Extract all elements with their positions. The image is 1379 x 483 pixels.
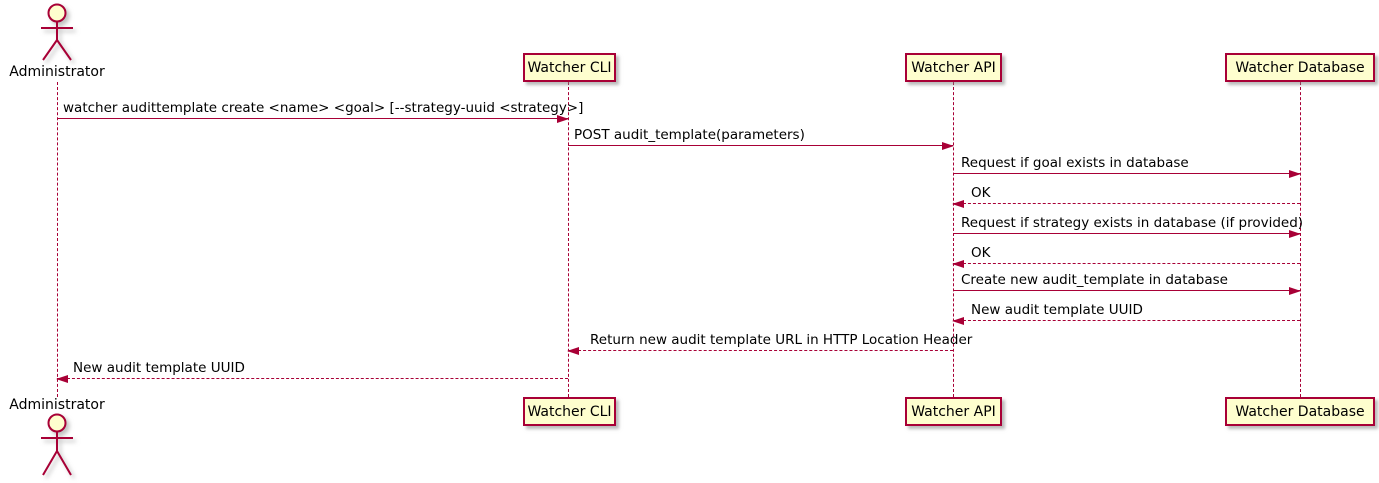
arrowhead-left-icon (952, 317, 964, 325)
message-1-arrow (57, 115, 569, 123)
participant-watcher-database-bottom: Watcher Database (1225, 397, 1375, 426)
message-1-label: watcher audittemplate create <name> <goa… (63, 100, 584, 116)
message-3-arrow (953, 170, 1301, 178)
message-10-arrow (56, 375, 568, 383)
arrowhead-right-icon (1289, 287, 1301, 295)
message-9-label: Return new audit template URL in HTTP Lo… (590, 332, 973, 348)
message-7-arrow (953, 287, 1301, 295)
participant-watcher-api-top: Watcher API (905, 53, 1002, 82)
message-1: watcher audittemplate create <name> <goa… (57, 100, 584, 123)
message-2: POST audit_template(parameters) (568, 127, 954, 150)
message-10: New audit template UUID (56, 360, 568, 383)
lifeline-watcher-database (1300, 82, 1301, 397)
lifeline-administrator (57, 82, 58, 397)
participant-watcher-cli-bottom: Watcher CLI (523, 397, 616, 426)
message-9: Return new audit template URL in HTTP Lo… (567, 332, 973, 355)
message-8-label: New audit template UUID (971, 302, 1143, 318)
message-7-label: Create new audit_template in database (961, 272, 1228, 288)
arrowhead-left-icon (952, 200, 964, 208)
message-5: Request if strategy exists in database (… (953, 215, 1304, 238)
message-2-label: POST audit_template(parameters) (574, 127, 805, 143)
participant-watcher-api-bottom: Watcher API (905, 397, 1002, 426)
actor-icon-bottom (41, 413, 73, 476)
message-4: OK (952, 185, 1300, 208)
message-5-arrow (953, 230, 1301, 238)
participant-watcher-cli-top: Watcher CLI (523, 53, 616, 82)
message-6-arrow (952, 260, 1300, 268)
arrowhead-right-icon (1289, 230, 1301, 238)
actor-icon-top (41, 3, 73, 61)
message-10-label: New audit template UUID (73, 360, 245, 376)
lifeline-watcher-api (953, 82, 954, 397)
lifeline-watcher-cli (568, 82, 569, 397)
message-2-arrow (568, 142, 954, 150)
arrowhead-left-icon (952, 260, 964, 268)
arrowhead-right-icon (1289, 170, 1301, 178)
message-3: Request if goal exists in database (953, 155, 1301, 178)
participant-watcher-database-top: Watcher Database (1225, 53, 1375, 82)
message-7: Create new audit_template in database (953, 272, 1301, 295)
actor-label-top: Administrator (9, 64, 105, 80)
arrowhead-left-icon (567, 347, 579, 355)
message-9-arrow (567, 347, 953, 355)
arrowhead-left-icon (56, 375, 68, 383)
message-4-label: OK (971, 185, 991, 201)
message-8: New audit template UUID (952, 302, 1300, 325)
message-4-arrow (952, 200, 1300, 208)
arrowhead-right-icon (942, 142, 954, 150)
message-8-arrow (952, 317, 1300, 325)
actor-label-bottom: Administrator (9, 397, 105, 413)
message-6-label: OK (971, 245, 991, 261)
arrowhead-right-icon (557, 115, 569, 123)
message-6: OK (952, 245, 1300, 268)
message-3-label: Request if goal exists in database (961, 155, 1189, 171)
message-5-label: Request if strategy exists in database (… (961, 215, 1304, 231)
